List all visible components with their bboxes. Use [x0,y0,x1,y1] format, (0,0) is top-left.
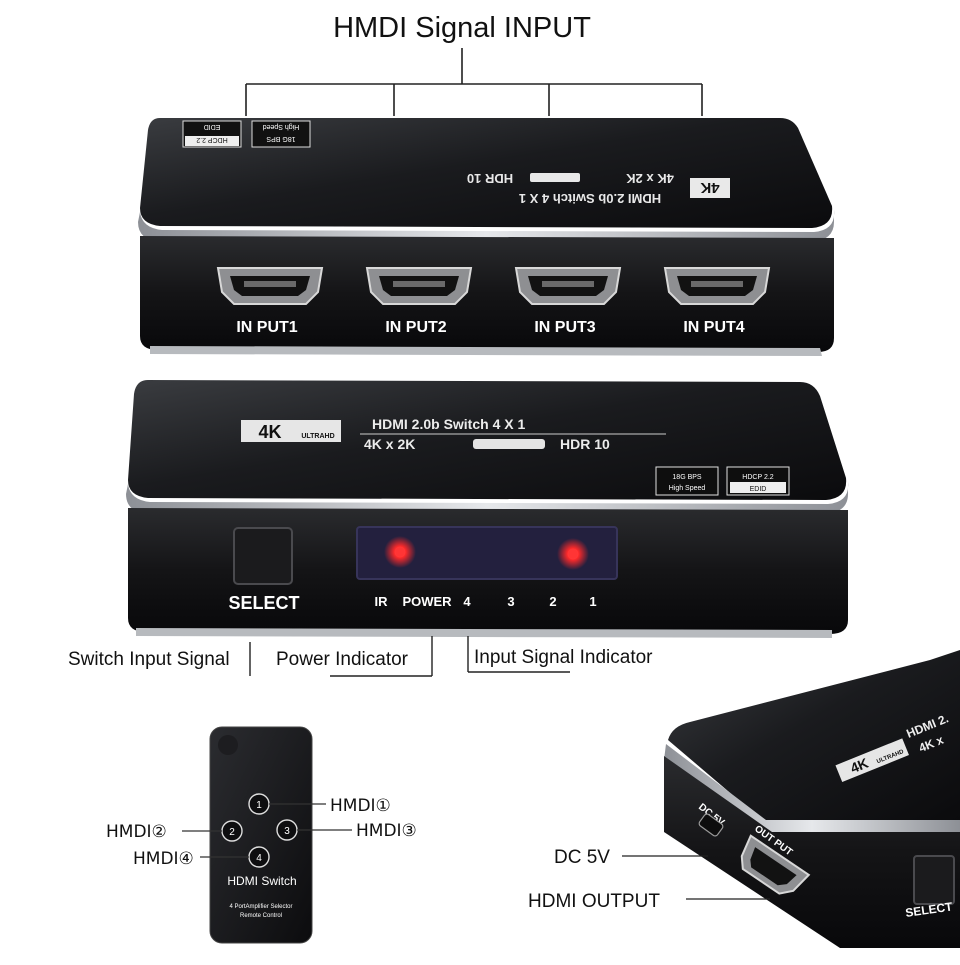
indicator-2: 2 [549,594,556,609]
remote-button-4[interactable]: 4 [248,846,270,868]
remote-button-1-label: 1 [256,800,262,811]
side-select-button[interactable] [913,855,955,905]
front-badge-speed: High Speed [669,485,706,492]
rear-model-hdr: HDR 10 [467,171,513,186]
rear-model-line1: HDMI 2.0b Switch 4 X 1 [519,191,661,206]
callout-input-indicator: Input Signal Indicator [474,647,653,668]
front-model-line1: HDMI 2.0b Switch 4 X 1 [372,416,525,432]
hdmi-input-port-1 [216,267,324,305]
callout-hdmi-output: HDMI OUTPUT [528,891,660,912]
rear-panel-device: 4K HDMI 2.0b Switch 4 X 1 4K x 2K HDR 10… [138,118,835,356]
rear-badge-speed: High Speed [263,123,300,130]
front-panel-device: 4K ULTRAHD HDMI 2.0b Switch 4 X 1 4K x 2… [126,380,849,638]
hdmi-output-port [740,834,811,895]
indicator-ir: IR [375,594,389,609]
callout-dc5v: DC 5V [554,847,610,868]
remote-button-2-label: 2 [229,827,235,838]
indicator-1: 1 [589,594,596,609]
side-select-label: SELECT [904,899,953,920]
front-badge-hdcp: HDCP 2.2 [742,474,773,481]
front-badge-bps: 18G BPS [672,474,702,481]
hdmi-wordmark [473,439,545,449]
callout-lines [249,636,570,677]
remote-subtitle-2: Remote Control [240,913,282,919]
rear-badge-hdcp: HDCP 2.2 [196,136,227,143]
rear-badge-edid: EDID [204,123,221,130]
rear-top-print: 4K HDMI 2.0b Switch 4 X 1 4K x 2K HDR 10 [467,171,730,206]
top-title: HMDI Signal INPUT [333,12,591,44]
select-label: SELECT [228,593,299,613]
hdmi-input-port-2 [365,267,473,305]
port-label-4: IN PUT4 [683,319,744,336]
callout-switch-input: Switch Input Signal [68,649,230,670]
front-4k-logo: 4K ULTRAHD [241,420,341,442]
remote-button-3[interactable]: 3 [276,819,298,841]
rear-badge-bps: 18G BPS [266,135,296,142]
remote-label-1: HMDI① [330,796,391,816]
port-label-1: IN PUT1 [236,319,297,336]
remote-subtitle-1: 4 PortAmplifier Selector [229,904,292,910]
rear-logo-text: 4K [700,179,719,196]
rear-badges: EDID HDCP 2.2 High Speed 18G BPS [182,120,311,148]
remote-button-2[interactable]: 2 [221,820,243,842]
front-logo-sub: ULTRAHD [301,433,334,440]
side-logo-text: 4K [848,755,871,777]
remote-title: HDMI Switch [227,874,296,888]
front-badge-edid: EDID [750,486,767,493]
led-window [356,526,618,580]
indicator-power: POWER [402,594,452,609]
remote-label-3: HMDI③ [356,821,417,841]
select-button[interactable] [233,527,293,585]
remote-button-3-label: 3 [284,826,290,837]
remote-button-1[interactable]: 1 [248,793,270,815]
indicator-3: 3 [507,594,514,609]
hdmi-input-port-3 [514,267,622,305]
rear-model-line2: 4K x 2K [626,171,674,186]
remote-label-4: HMDI④ [133,849,194,869]
front-model-hdr: HDR 10 [560,436,610,452]
indicator-4: 4 [463,594,471,609]
front-badges: 18G BPS High Speed HDCP 2.2 EDID [655,466,790,496]
front-model-line2: 4K x 2K [364,436,415,452]
remote-callout-lines [182,803,352,858]
input-bracket [245,48,703,116]
port-label-2: IN PUT2 [385,319,446,336]
dc-jack [698,813,724,837]
side-callout-lines [622,855,770,900]
remote-button-4-label: 4 [256,853,262,864]
port-label-3: IN PUT3 [534,319,595,336]
hdmi-input-port-4 [663,267,771,305]
front-logo-text: 4K [258,422,281,442]
side-view-device: 4K ULTRAHD HDMI 2. 4K x DC 5V OUT PUT SE… [664,650,960,948]
remote-label-2: HMDI② [106,822,167,842]
callout-power-indicator: Power Indicator [276,649,409,670]
remote-control: 1 2 3 4 HDMI Switch 4 PortAmplifier Sele… [209,726,313,944]
